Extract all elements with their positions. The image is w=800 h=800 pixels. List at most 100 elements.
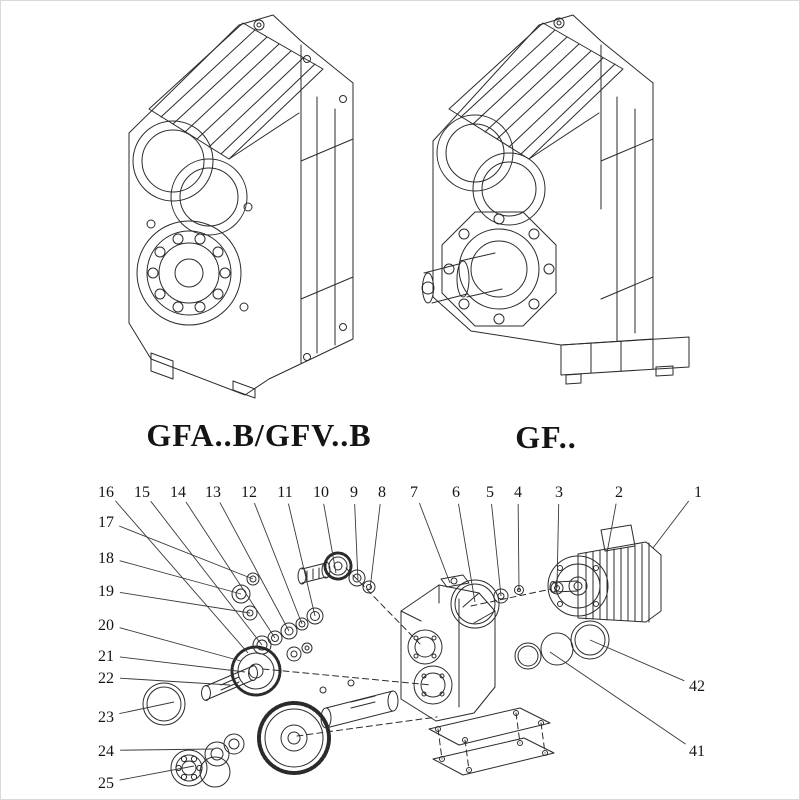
callout-number-14: 14 — [170, 484, 186, 501]
breather-plug — [450, 577, 458, 585]
panel-screw — [303, 353, 311, 361]
retaining-ring — [142, 682, 186, 726]
inspection-cover — [440, 574, 470, 588]
callout-line-11 — [287, 503, 316, 617]
callout-number-10: 10 — [313, 484, 329, 501]
upper-bore-2 — [170, 158, 248, 236]
seal-ring — [514, 642, 542, 670]
output-gear — [257, 701, 331, 775]
upper-bore-1 — [436, 114, 514, 192]
callout-line-6 — [458, 503, 476, 603]
seal-ring — [570, 620, 610, 660]
callout-number-2: 2 — [615, 484, 623, 501]
mounting-feet — [150, 352, 256, 399]
output-gear-group — [170, 679, 399, 788]
motor-group — [547, 524, 662, 623]
housing-group — [400, 574, 496, 722]
caption-right-model: GF.. — [515, 419, 577, 455]
body-edges — [228, 44, 354, 364]
motor-body — [577, 541, 662, 623]
bushing — [246, 572, 260, 586]
bolt — [146, 219, 156, 229]
intermediate-washers-group — [231, 572, 324, 655]
base-plates-group — [428, 707, 555, 776]
gasket-plate-2 — [432, 737, 555, 776]
callout-number-15: 15 — [134, 484, 150, 501]
callout-line-4 — [517, 503, 520, 591]
stud — [347, 679, 355, 687]
exploded-assembly — [142, 524, 662, 788]
stud — [319, 686, 327, 694]
cooling-fins — [460, 29, 616, 155]
callout-number-17: 17 — [98, 514, 114, 531]
callout-number-5: 5 — [486, 484, 494, 501]
lifting-hole — [253, 19, 265, 31]
housing-silhouette — [432, 14, 654, 346]
callout-number-6: 6 — [452, 484, 460, 501]
washer — [362, 580, 376, 594]
snap-ring — [199, 756, 231, 788]
second-stage-gear-group — [142, 642, 313, 726]
input-pinion-group — [297, 551, 376, 594]
terminal-box — [600, 524, 636, 552]
bolt — [239, 302, 249, 312]
callout-number-7: 7 — [410, 484, 418, 501]
callout-number-12: 12 — [241, 484, 257, 501]
bore-1 — [407, 629, 443, 665]
pinion-gear — [323, 551, 353, 581]
callout-line-41 — [549, 651, 686, 745]
callout-number-23: 23 — [98, 709, 114, 726]
washer — [295, 617, 309, 631]
callout-line-24 — [119, 748, 215, 751]
callout-line-5 — [491, 503, 502, 597]
lifting-hole — [553, 17, 565, 29]
callout-number-8: 8 — [378, 484, 386, 501]
callout-number-42: 42 — [689, 678, 705, 695]
callout-number-24: 24 — [98, 743, 114, 760]
panel-screw — [339, 323, 347, 331]
washer — [280, 622, 298, 640]
callout-number-16: 16 — [98, 484, 114, 501]
gasket-ring — [450, 579, 500, 629]
callout-number-4: 4 — [514, 484, 522, 501]
caption-left-model: GFA..B/GFV..B — [146, 417, 372, 453]
figure-left-gearbox — [128, 14, 354, 399]
bearing-ring — [231, 584, 251, 604]
callout-line-15 — [150, 501, 263, 646]
bearing-ring — [306, 607, 324, 625]
callout-number-3: 3 — [555, 484, 563, 501]
upper-bore-1 — [132, 120, 214, 202]
callout-line-22 — [119, 677, 231, 686]
motor-fins — [585, 542, 650, 623]
output-bearing-boss — [136, 220, 242, 326]
washer — [301, 642, 313, 654]
callout-line-3 — [556, 503, 560, 589]
washer — [493, 588, 509, 604]
washer — [204, 741, 230, 767]
callout-number-20: 20 — [98, 617, 114, 634]
output-shaft — [325, 690, 394, 729]
callout-line-25 — [119, 765, 195, 781]
callout-number-19: 19 — [98, 583, 114, 600]
callout-line-23 — [119, 701, 175, 715]
housing-edges — [400, 584, 496, 708]
fin-face — [448, 22, 624, 160]
washer — [286, 646, 302, 662]
panel-screw — [303, 55, 311, 63]
callout-number-21: 21 — [98, 648, 114, 665]
assembly-centerlines — [262, 567, 552, 771]
callout-line-8 — [369, 503, 381, 590]
callout-line-7 — [418, 502, 451, 584]
callout-number-18: 18 — [98, 550, 114, 567]
callout-number-13: 13 — [205, 484, 221, 501]
callout-line-21 — [119, 656, 246, 673]
callout-line-2 — [606, 503, 617, 554]
intermediate-gear — [230, 645, 282, 697]
callout-line-18 — [119, 560, 242, 595]
callout-number-22: 22 — [98, 670, 114, 687]
cooling-fins — [160, 29, 316, 155]
callout-line-13 — [219, 502, 290, 632]
callout-number-1: 1 — [694, 484, 702, 501]
